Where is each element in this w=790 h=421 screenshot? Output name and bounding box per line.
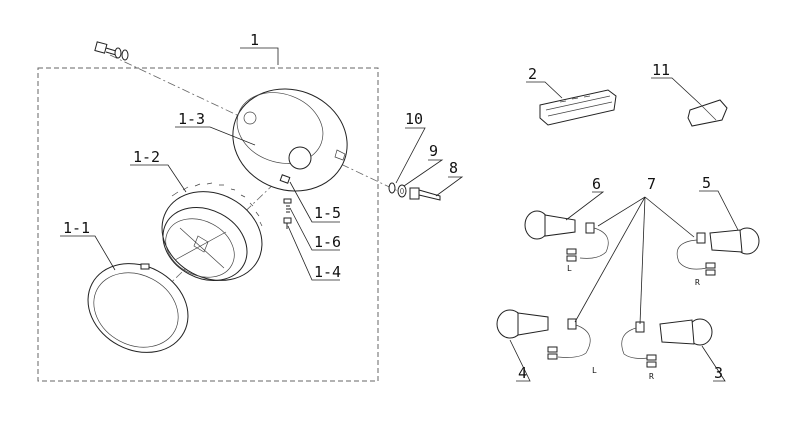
reflector	[687, 99, 728, 127]
bolt-top	[94, 41, 129, 61]
leader-lines	[60, 47, 739, 382]
mount-bolt-washers	[388, 182, 441, 201]
callout-9: 9	[429, 142, 438, 160]
callout-1-5: 1-5	[314, 204, 341, 222]
callout-6: 6	[592, 175, 601, 193]
callout-1: 1	[250, 31, 259, 49]
headlight-lens	[87, 263, 189, 353]
wire-mark-left-upper: L	[567, 264, 572, 273]
callout-2: 2	[528, 65, 537, 83]
callout-1-2: 1-2	[133, 148, 160, 166]
wire-mark-right-upper: R	[695, 278, 700, 287]
headlight-assembly-boundary	[37, 67, 379, 382]
callout-1-4: 1-4	[314, 263, 341, 281]
headlight-housing-shell	[232, 88, 348, 192]
callout-7: 7	[647, 175, 656, 193]
callout-5: 5	[702, 174, 711, 192]
callout-10: 10	[405, 110, 423, 128]
callout-4: 4	[518, 364, 527, 382]
adjuster-screw-parts	[283, 198, 292, 229]
callout-1-3: 1-3	[178, 110, 205, 128]
turn-signal-upper-left	[524, 210, 609, 262]
rear-light	[539, 89, 617, 126]
callout-3: 3	[714, 364, 723, 382]
wire-mark-right-lower: R	[649, 372, 654, 381]
turn-signal-upper-right	[676, 227, 760, 276]
callout-8: 8	[449, 159, 458, 177]
wire-mark-left-lower: L	[592, 366, 597, 375]
turn-signal-lower-right	[621, 318, 713, 368]
callout-1-1: 1-1	[63, 219, 90, 237]
turn-signal-lower-left	[496, 309, 591, 360]
callout-11: 11	[652, 61, 670, 79]
headlight-lamp-unit	[161, 182, 263, 281]
callout-1-6: 1-6	[314, 233, 341, 251]
